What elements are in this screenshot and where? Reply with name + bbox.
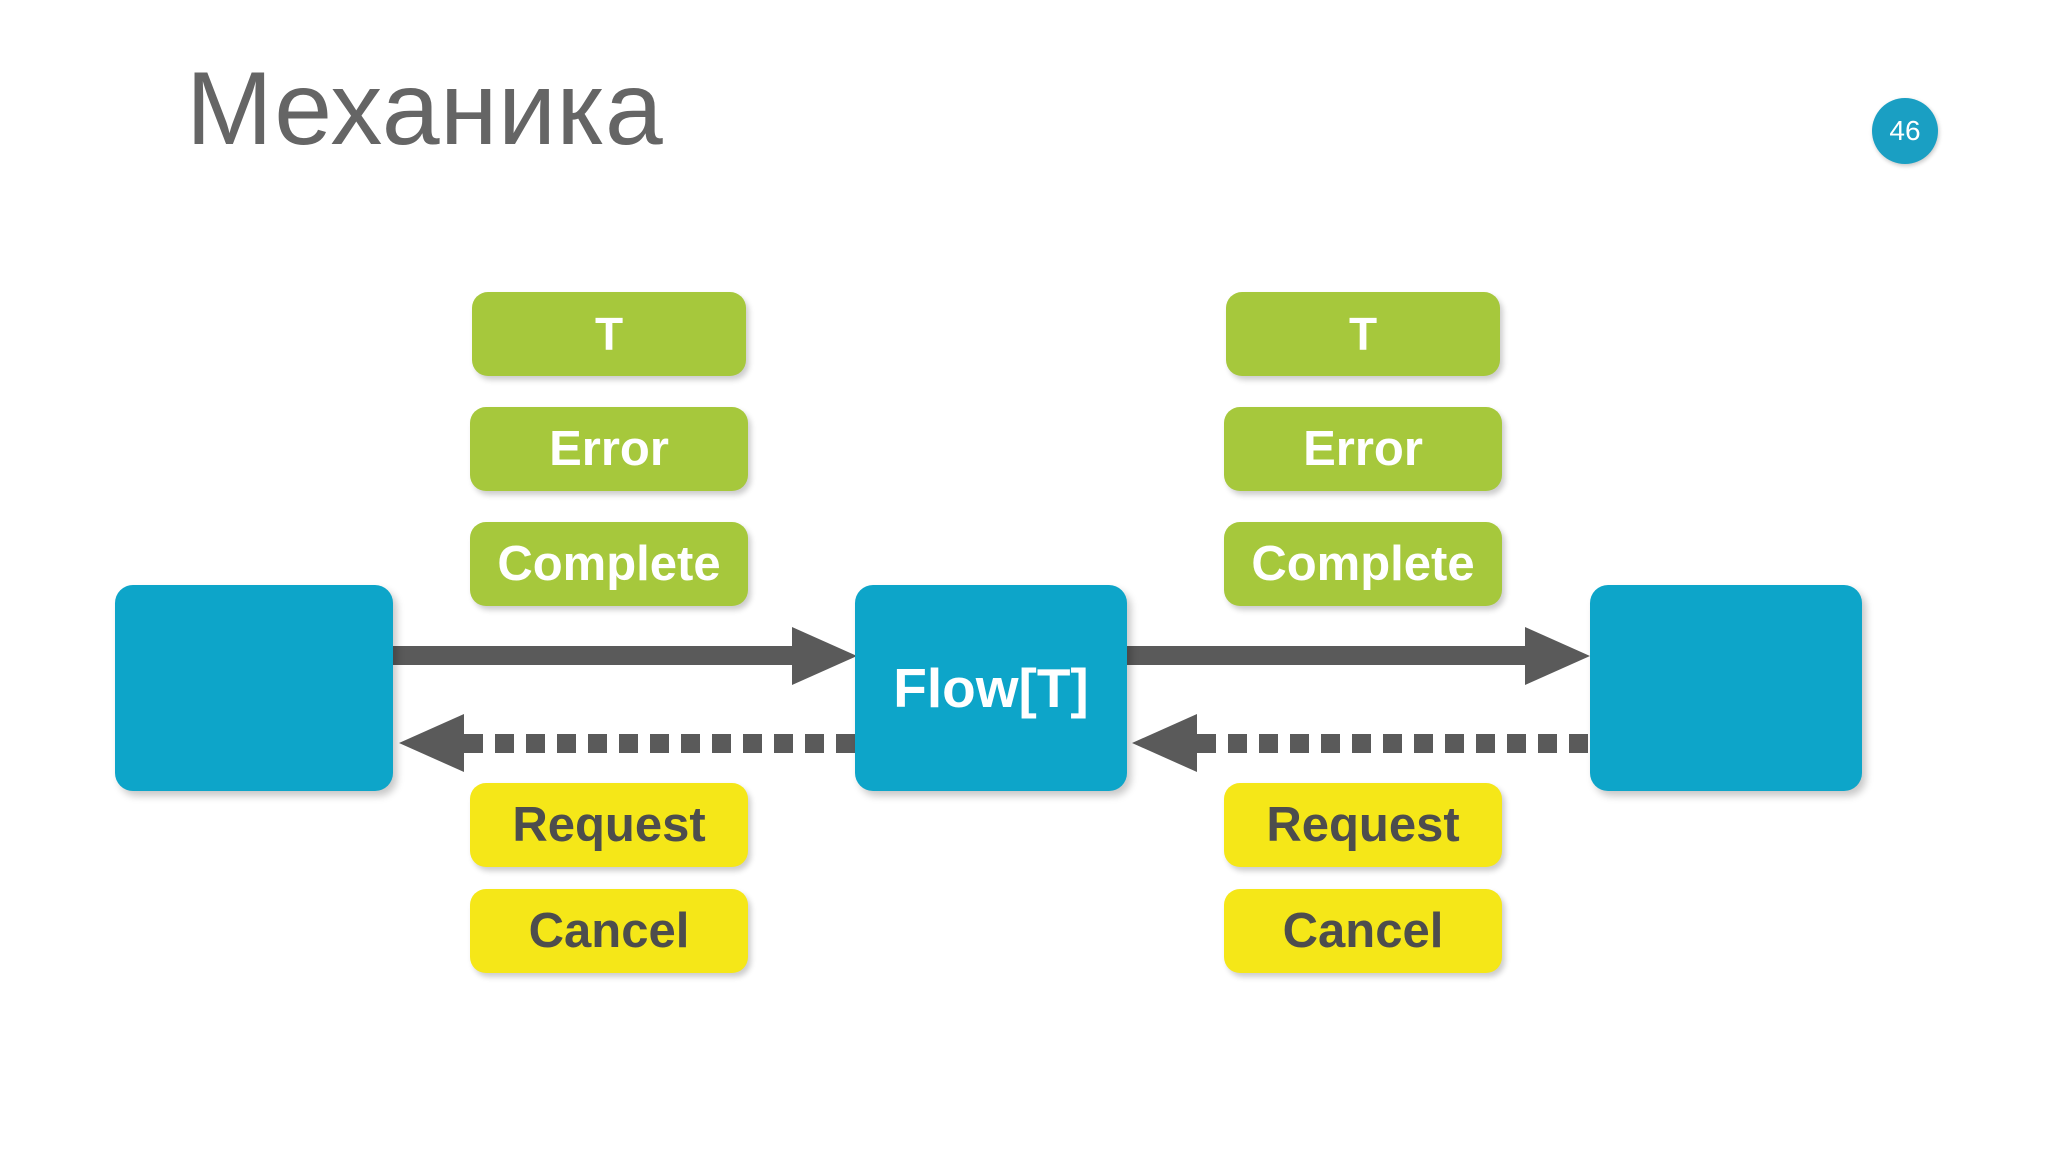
right-downstream-arrow <box>1125 625 1595 687</box>
flow-node-label: Flow[T] <box>893 656 1089 719</box>
page-number-text: 46 <box>1889 115 1921 146</box>
left-signal-t: T <box>472 292 746 376</box>
page-title: Механика <box>186 51 664 167</box>
left-control-cancel: Cancel <box>470 889 748 973</box>
page-number-badge: 46 <box>1872 98 1938 164</box>
right-control-cancel-label: Cancel <box>1282 903 1444 958</box>
left-signal-complete-label: Complete <box>497 536 721 591</box>
flow-node: Flow[T] <box>855 585 1127 791</box>
left-signal-complete: Complete <box>470 522 748 606</box>
right-signal-complete-label: Complete <box>1251 536 1475 591</box>
left-signal-error: Error <box>470 407 748 491</box>
producer-node <box>1590 585 1862 791</box>
left-signal-error-label: Error <box>549 421 669 476</box>
right-control-request: Request <box>1224 783 1502 867</box>
left-control-cancel-label: Cancel <box>528 903 690 958</box>
consumer-node <box>115 585 393 791</box>
right-signal-t: T <box>1226 292 1500 376</box>
right-upstream-arrow <box>1125 712 1595 774</box>
right-control-request-label: Request <box>1266 797 1460 852</box>
left-control-request: Request <box>470 783 748 867</box>
left-downstream-arrow <box>392 625 862 687</box>
left-control-request-label: Request <box>512 797 706 852</box>
right-control-cancel: Cancel <box>1224 889 1502 973</box>
left-signal-t-label: T <box>594 308 624 360</box>
right-signal-error: Error <box>1224 407 1502 491</box>
right-signal-t-label: T <box>1348 308 1378 360</box>
left-upstream-arrow <box>392 712 862 774</box>
right-signal-complete: Complete <box>1224 522 1502 606</box>
right-signal-error-label: Error <box>1303 421 1423 476</box>
